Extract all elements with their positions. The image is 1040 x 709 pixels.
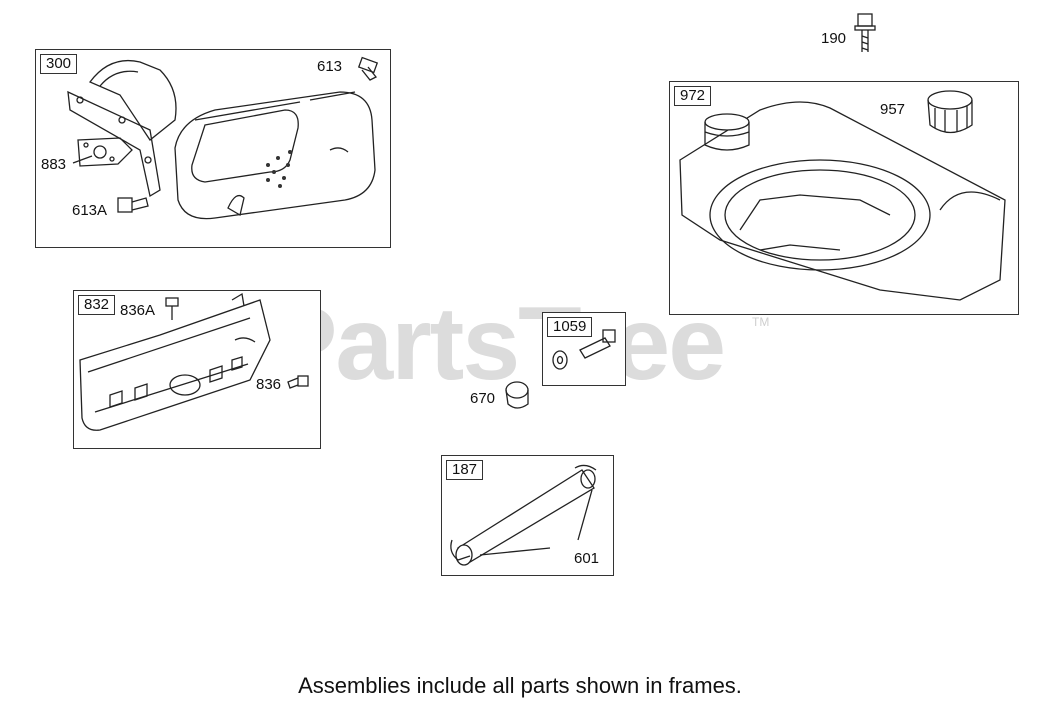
- label-601: 601: [574, 550, 600, 567]
- label-836a: 836A: [120, 302, 156, 319]
- watermark: PartsTree: [268, 286, 726, 402]
- watermark-trademark: TM: [752, 315, 770, 329]
- frame-tag-187: 187: [446, 460, 484, 480]
- frame-1059-bolt-washer: 1059: [542, 312, 626, 386]
- label-883: 883: [41, 156, 67, 173]
- label-957: 957: [880, 101, 906, 118]
- label-190: 190: [821, 30, 847, 47]
- footer-note: Assemblies include all parts shown in fr…: [298, 673, 742, 698]
- label-670: 670: [470, 390, 496, 407]
- frame-tag-300: 300: [40, 54, 78, 74]
- frame-tag-972: 972: [674, 86, 712, 106]
- frame-tag-832: 832: [78, 295, 116, 315]
- label-613a: 613A: [72, 202, 108, 219]
- label-836: 836: [256, 376, 282, 393]
- frame-tag-1059: 1059: [547, 317, 593, 337]
- label-613: 613: [317, 58, 343, 75]
